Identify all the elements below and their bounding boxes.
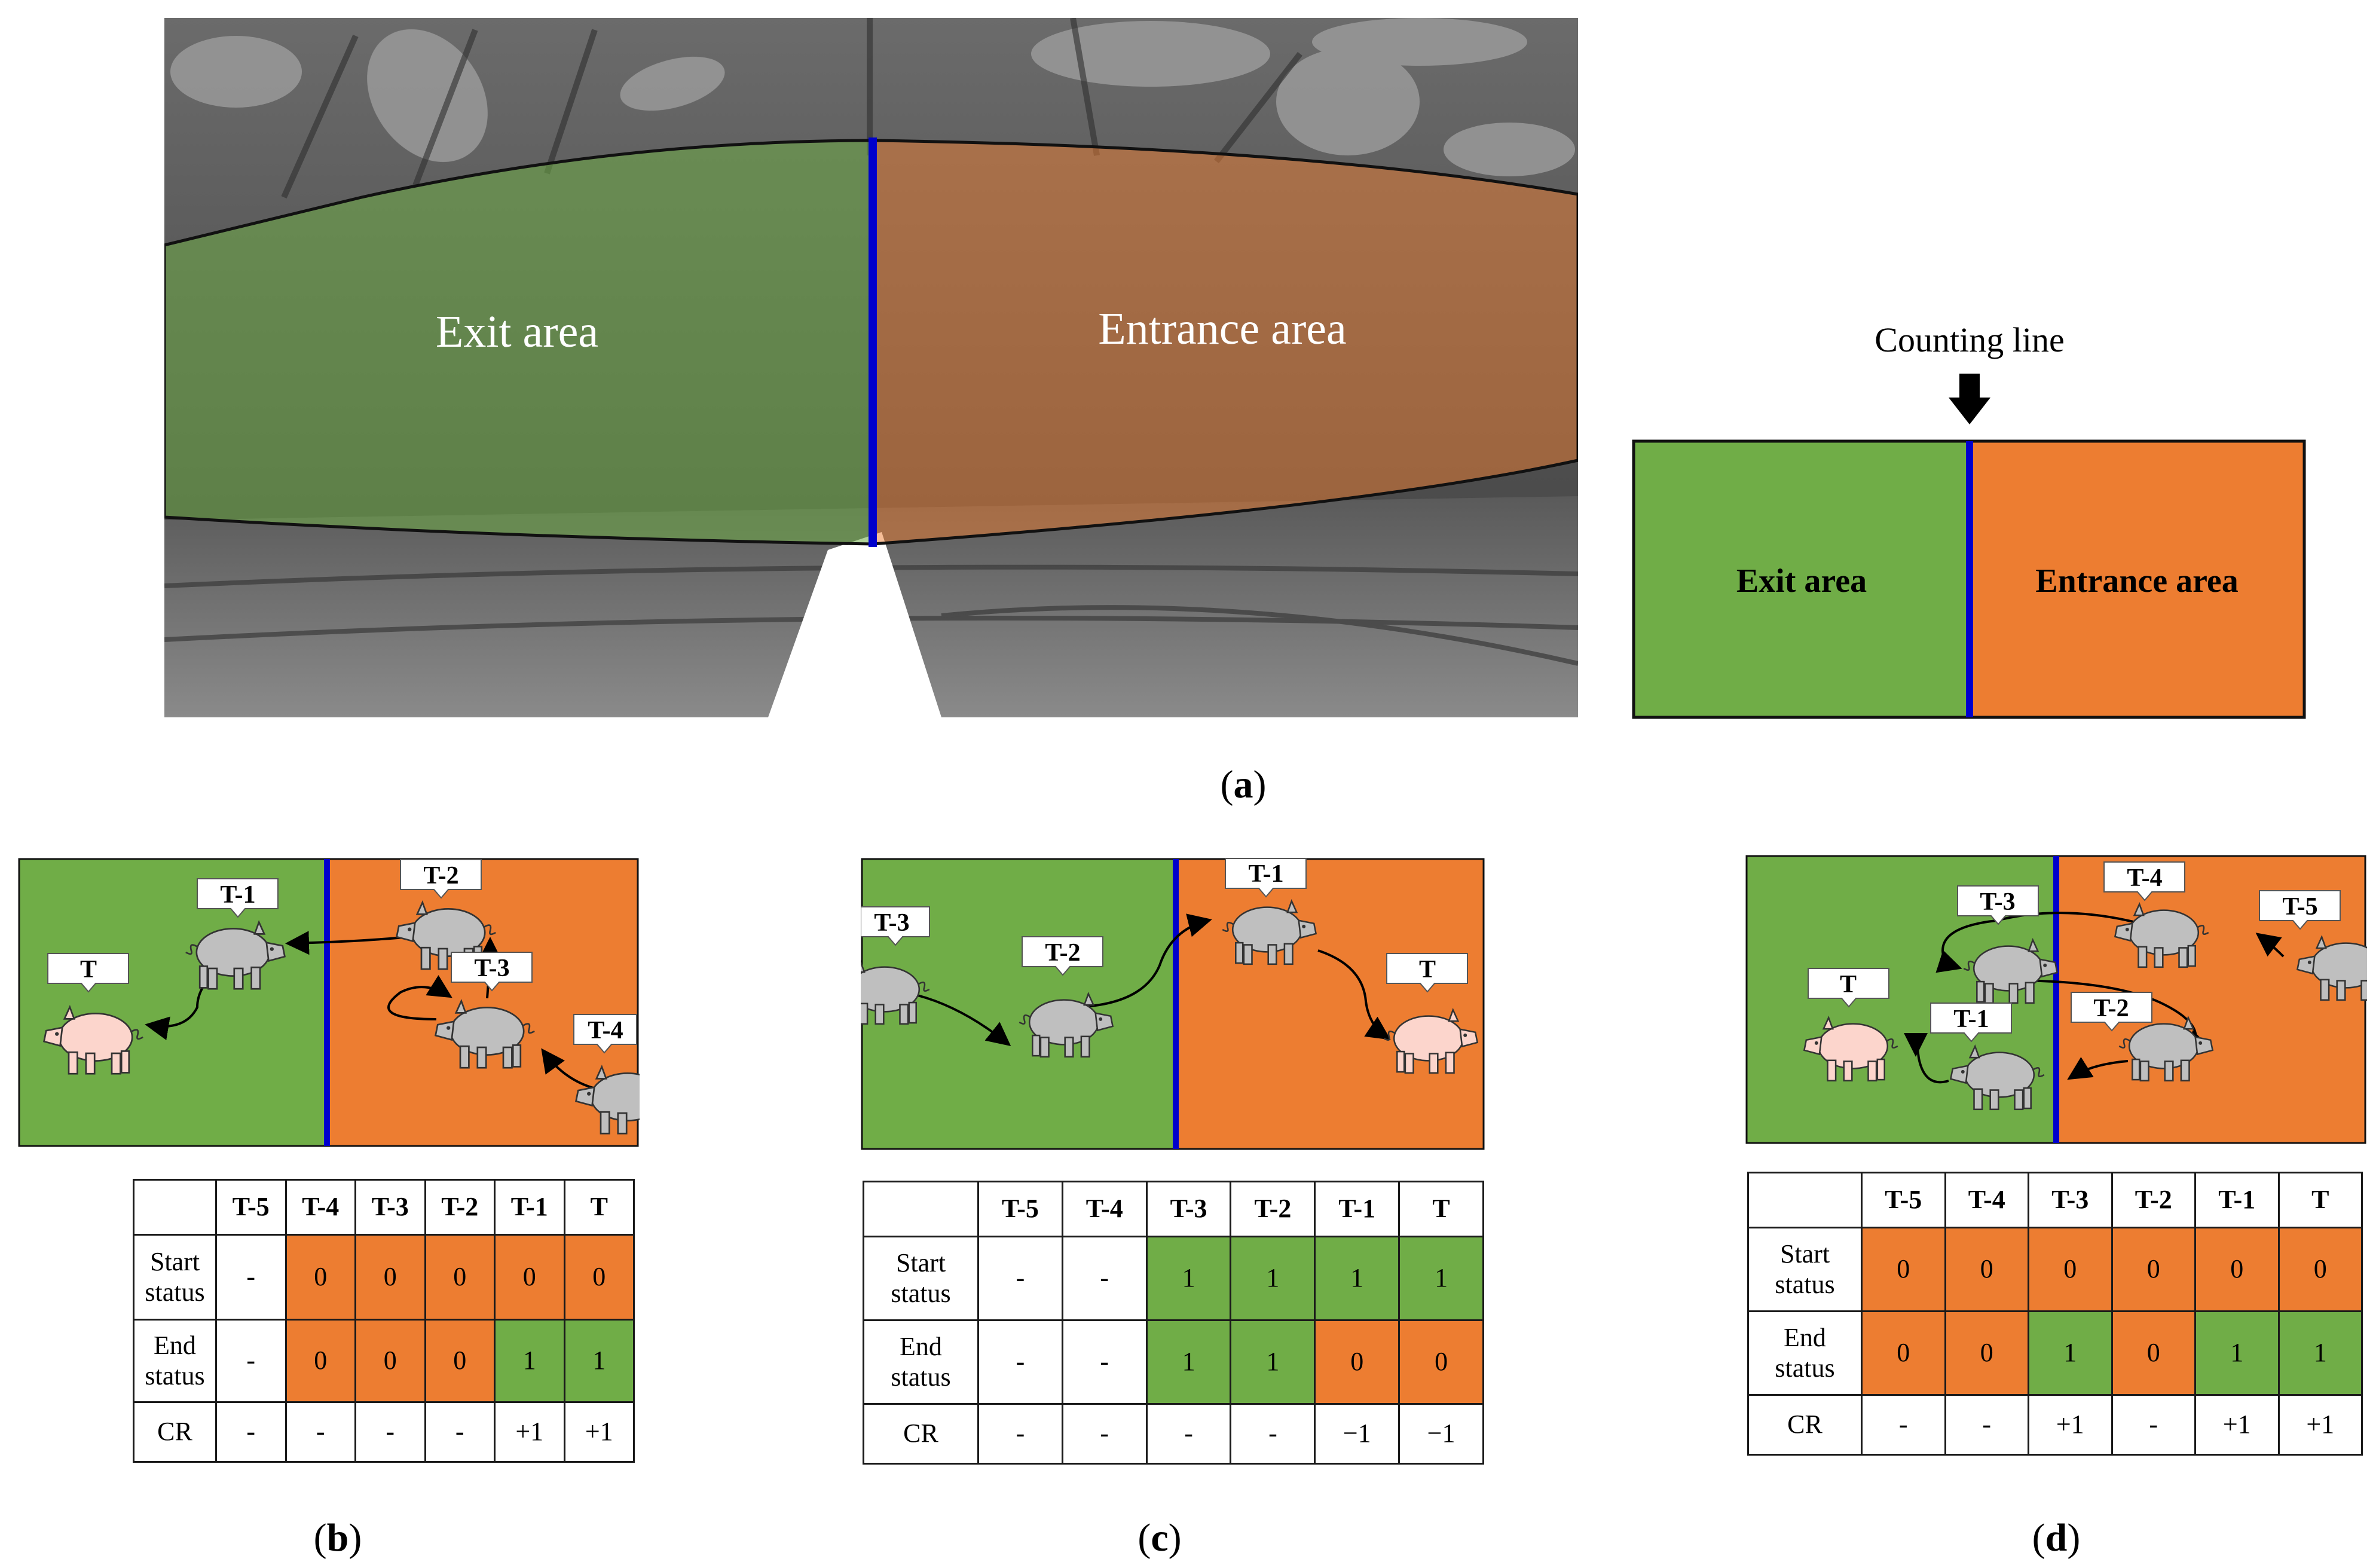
tag-c-2: T-1: [1248, 860, 1283, 888]
photo-entrance-label: Entrance area: [1098, 304, 1347, 354]
tag-d-2: T-2: [2093, 995, 2129, 1022]
tag-c-1: T-2: [1045, 939, 1080, 967]
image-wedge: [768, 532, 941, 717]
floor-slats: [281, 18, 1302, 199]
tag-d-0: T: [1840, 971, 1857, 998]
caption-c: (c): [1137, 1516, 1182, 1560]
exit-area-overlay: [164, 139, 874, 546]
tag-b-2: T-2: [423, 862, 458, 890]
tag-d-5: T-5: [2282, 893, 2317, 921]
schematic-exit-label: Exit area: [1736, 563, 1867, 600]
photo-exit-label: Exit area: [436, 307, 598, 357]
tag-c-0: T-3: [874, 909, 909, 937]
exit-area: [18, 858, 328, 1147]
entrance-area-overlay: [871, 139, 1578, 546]
caption-b: (b): [313, 1516, 362, 1560]
scene-b: T T-1 T-2 T-3 T-4: [18, 858, 640, 1147]
scene-c: T-3 T-2 T-1 T: [861, 858, 1485, 1150]
down-arrow-icon: [1949, 374, 1990, 424]
caption-a: (a): [1220, 763, 1267, 806]
background-pigs: [170, 18, 1575, 176]
caption-d: (d): [2032, 1516, 2081, 1560]
tag-b-3: T-3: [474, 955, 509, 982]
schematic-entrance-label: Entrance area: [2035, 563, 2239, 600]
tag-d-4: T-4: [2127, 864, 2162, 892]
trajectory: [917, 913, 1391, 1046]
schematic-exit-area: [1632, 439, 1971, 719]
tag-b-0: T: [80, 956, 97, 983]
table-row: CR - - - - +1 +1: [133, 1401, 635, 1463]
tag-b-1: T-1: [220, 881, 255, 909]
camera-photo: Exit area Entrance area: [164, 18, 1578, 717]
tag-d-3: T-3: [1980, 888, 2015, 916]
tag-d-1: T-1: [1953, 1005, 1989, 1033]
counting-line-label: Counting line: [1875, 320, 2064, 359]
tag-b-4: T-4: [588, 1017, 623, 1044]
trajectory: [1904, 912, 2285, 1084]
entrance-area: [1175, 858, 1485, 1150]
scene-d: T T-1 T-2 T-3 T-4 T-5: [1745, 855, 2367, 1144]
tag-c-3: T: [1419, 956, 1436, 983]
area-schematic: Counting line Exit area Entrance area: [1632, 320, 2306, 719]
table-row: CR - - - - −1 −1: [863, 1403, 1484, 1465]
schematic-entrance-area: [1968, 439, 2306, 719]
table-row: CR - - +1 - +1 +1: [1747, 1394, 2363, 1456]
